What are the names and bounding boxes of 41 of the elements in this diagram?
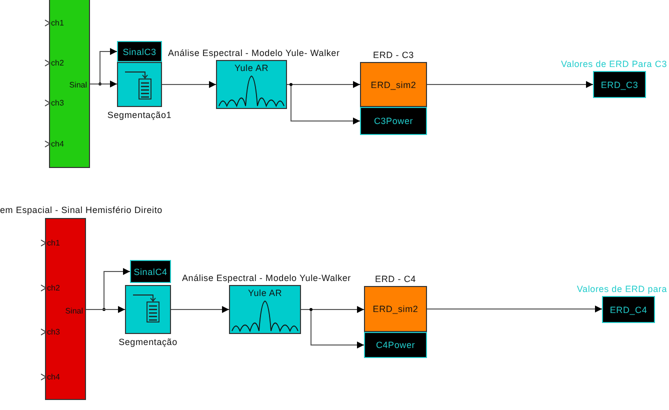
block-label: C4Power (374, 340, 416, 350)
signal-arrow (300, 309, 364, 348)
block-label: ERD_sim2 (370, 80, 418, 90)
port-label: Sinal (65, 306, 83, 315)
block-label: ERD_C4 (608, 304, 648, 314)
signal-block (364, 332, 427, 358)
port-label: ch4 (51, 140, 64, 148)
port-label: Sinal (69, 80, 87, 90)
block-title: Segmentação (118, 337, 178, 347)
signal-block (360, 107, 427, 135)
block-label: Yule AR (233, 63, 270, 73)
signal-arrow (426, 306, 602, 312)
block-title: ERD - C3 (373, 50, 414, 60)
port-label: ch3 (51, 98, 64, 108)
signal-arrow (86, 306, 126, 313)
block-label: ERD_sim2 (372, 304, 420, 314)
block-label: C3Power (372, 116, 414, 126)
signal-arrow (90, 80, 118, 88)
block-label: SinalC4 (132, 266, 168, 276)
signal-arrow (170, 306, 230, 313)
block-caption: em Espacial - Sinal Hemisfério Direito (0, 205, 162, 215)
block-title: Valores de ERD Para C3 (561, 59, 667, 69)
port-label: ch1 (51, 18, 64, 28)
signal-block (130, 260, 171, 283)
signal-arrow (426, 81, 594, 88)
block-title: Análise Espectral - Modelo Yule- Walker (168, 48, 340, 58)
signal-arrow (162, 81, 216, 88)
block-label: Yule AR (246, 288, 284, 298)
block-label: SinalC3 (122, 46, 158, 56)
port-label: ch2 (47, 284, 60, 292)
block-title: Análise Espectral - Modelo Yule-Walker (182, 273, 351, 283)
signal-block (117, 41, 162, 62)
block-label: ERD_C3 (600, 80, 640, 90)
block-title: Valores de ERD para (576, 284, 667, 294)
signal-arrow (286, 84, 360, 124)
port-label: ch4 (47, 372, 60, 382)
port-label: ch1 (47, 238, 60, 248)
port-label: ch3 (47, 328, 60, 336)
block-title: Segmentação1 (107, 110, 172, 120)
port-label: ch2 (51, 58, 64, 68)
block-title: ERD - C4 (375, 274, 416, 284)
